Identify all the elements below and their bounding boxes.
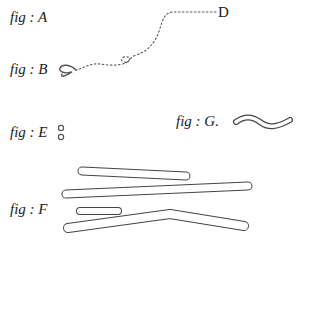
figure-label: fig : A bbox=[10, 10, 47, 25]
figure-label: fig : G. bbox=[176, 114, 219, 129]
point-label: D bbox=[218, 5, 229, 20]
wavy-organism bbox=[236, 118, 290, 127]
spiral-organism bbox=[60, 65, 76, 76]
rod-organisms bbox=[66, 171, 248, 228]
figure-label: fig : F bbox=[10, 202, 48, 217]
figure-label: fig : E bbox=[10, 125, 48, 140]
coccus-pair bbox=[58, 125, 63, 139]
figure-label: fig : B bbox=[10, 62, 48, 77]
dotted-trail bbox=[76, 12, 216, 70]
